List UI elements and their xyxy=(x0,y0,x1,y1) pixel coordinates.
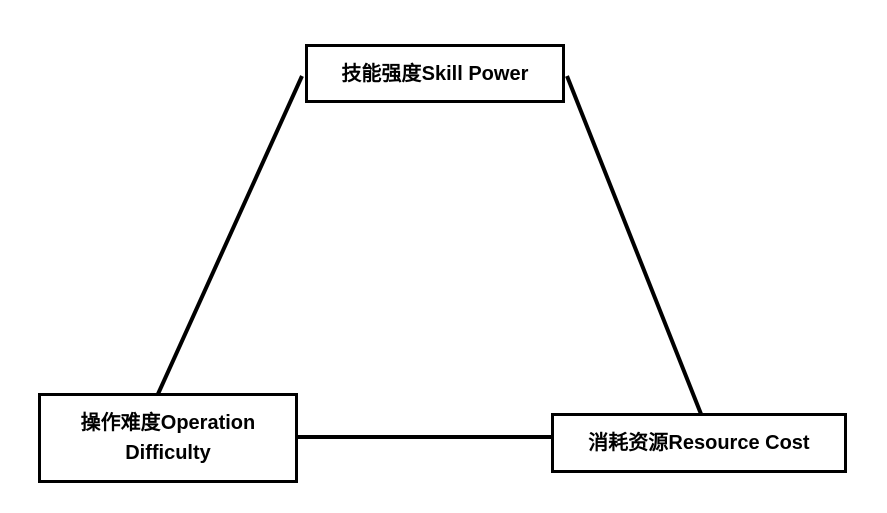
node-skill-power-label: 技能强度Skill Power xyxy=(341,62,529,85)
node-skill-power: 技能强度Skill Power xyxy=(305,44,565,103)
node-resource-cost: 消耗资源Resource Cost xyxy=(551,413,847,473)
node-operation-difficulty: 操作难度Operation Difficulty xyxy=(38,393,298,483)
edge-skill-to-resource xyxy=(565,75,703,415)
node-operation-difficulty-label: 操作难度Operation Difficulty xyxy=(80,412,256,464)
edge-operation-to-skill xyxy=(156,75,304,395)
node-resource-cost-label: 消耗资源Resource Cost xyxy=(588,432,810,454)
